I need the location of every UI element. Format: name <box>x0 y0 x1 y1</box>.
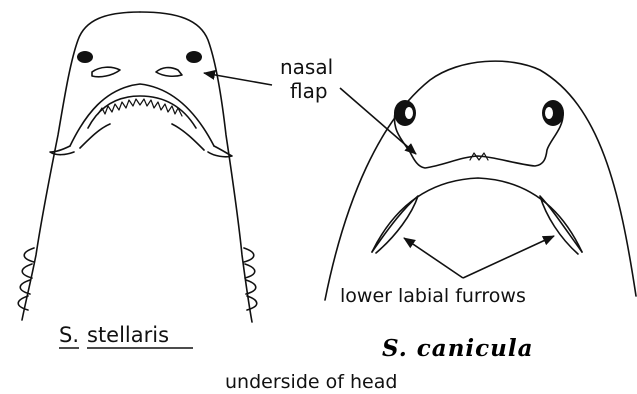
figure-caption: underside of head <box>225 371 397 393</box>
nasal-flap-label-line1: nasal <box>280 55 333 79</box>
species-stellaris-abbrev: S. <box>59 323 79 347</box>
nasal-flap-arrow-left <box>204 73 272 85</box>
canicula-left-labial-furrow <box>372 196 418 253</box>
annotation-arrows <box>204 73 554 278</box>
left-mouth-corner <box>50 146 74 155</box>
labial-furrow-arrow-left <box>404 238 463 278</box>
lower-labial-furrows-label: lower labial furrows <box>340 285 526 307</box>
stellaris-head-drawing <box>18 12 257 322</box>
species-canicula-label: S. canicula <box>382 335 534 362</box>
labial-furrow-arrow-right <box>463 236 554 278</box>
canicula-left-nostril <box>394 100 416 126</box>
left-nasal-flap <box>92 67 120 77</box>
canicula-lower-jaw <box>372 178 582 252</box>
stellaris-gill-slits <box>18 248 257 310</box>
species-label-stellaris: S. stellaris <box>59 323 193 348</box>
right-nostril <box>186 51 202 63</box>
nasal-flap-label-line2: flap <box>290 79 328 103</box>
left-nostril <box>77 51 93 63</box>
canicula-right-nostril <box>542 100 564 126</box>
species-stellaris-name: stellaris <box>87 323 169 347</box>
stellaris-teeth <box>98 99 182 116</box>
canicula-head-outline <box>325 61 636 300</box>
canicula-head-drawing <box>325 61 636 300</box>
canicula-right-labial-furrow <box>540 196 582 254</box>
right-nasal-flap <box>156 68 182 77</box>
